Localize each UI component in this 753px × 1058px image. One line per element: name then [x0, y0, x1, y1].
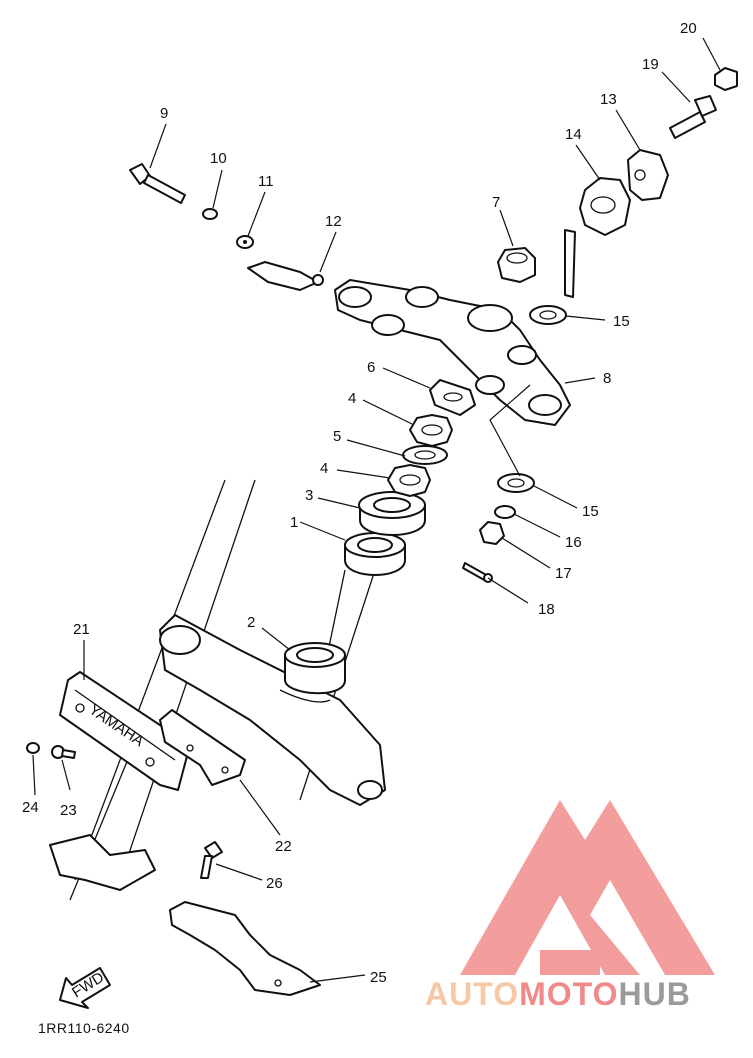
callout-10: 10	[210, 150, 227, 167]
washer-15-upper	[529, 305, 567, 325]
callout-labels: 1 2 3 4 4 5 6 7 8 9 10 11 12 13 14 15 15…	[22, 20, 697, 986]
stay-25	[169, 901, 321, 996]
callout-24: 24	[22, 799, 39, 816]
callout-6: 6	[367, 359, 375, 376]
nut-17	[479, 521, 505, 545]
callout-21: 21	[73, 621, 90, 638]
callout-2: 2	[247, 614, 255, 631]
callout-15a: 15	[613, 313, 630, 330]
nut-7	[497, 247, 536, 283]
callout-11: 11	[258, 173, 274, 190]
callout-16: 16	[565, 534, 582, 551]
watermark-brand: AUTOMOTOHUB	[425, 976, 691, 1012]
washer-11	[236, 235, 254, 249]
callout-8: 8	[603, 370, 611, 387]
bearing-cover-3	[358, 491, 426, 536]
bracket-plate-12	[247, 261, 324, 291]
callout-19: 19	[642, 56, 659, 73]
callout-3: 3	[305, 487, 313, 504]
handlebar-holder-14	[564, 177, 631, 298]
under-bracket	[159, 614, 386, 806]
callout-26: 26	[266, 875, 283, 892]
washer-16	[494, 505, 516, 519]
bearing-1	[344, 532, 406, 576]
washer-15-lower	[497, 473, 535, 493]
fwd-arrow: FWD	[59, 967, 111, 1009]
callout-17: 17	[555, 565, 572, 582]
callout-23: 23	[60, 802, 77, 819]
washer-5	[402, 445, 448, 465]
callout-18: 18	[538, 601, 555, 618]
callout-13: 13	[600, 91, 617, 108]
screw-23	[51, 745, 76, 759]
cap-20	[714, 67, 738, 91]
callout-4b: 4	[320, 460, 328, 477]
diagram-code: 1RR110-6240	[38, 1020, 130, 1036]
callout-4a: 4	[348, 390, 356, 407]
brand-hub: HUB	[618, 976, 690, 1012]
bolt-19	[669, 95, 717, 139]
bolt-9	[129, 163, 186, 204]
bolt-18	[462, 562, 493, 583]
fork-lower-brackets	[49, 834, 156, 891]
ring-nut-4-lower	[387, 464, 431, 497]
leader-lines	[32, 37, 721, 983]
callout-7: 7	[492, 194, 500, 211]
callout-25: 25	[370, 969, 387, 986]
svg-text:AUTOMOTOHUB: AUTOMOTOHUB	[425, 976, 691, 1012]
callout-22: 22	[275, 838, 292, 855]
callout-12: 12	[325, 213, 342, 230]
brand-moto: MOTO	[519, 976, 618, 1012]
callout-15b: 15	[582, 503, 599, 520]
nut-24	[26, 742, 40, 754]
ring-nut-4-upper	[409, 414, 453, 447]
handle-crown-8	[334, 279, 571, 426]
handlebar-upper-holder-13	[627, 149, 669, 201]
callout-1: 1	[290, 514, 298, 531]
lock-washer-6	[429, 379, 476, 416]
emblem-21: YAMAHA	[59, 671, 191, 791]
bolt-26	[200, 841, 223, 879]
emblem-bracket-22	[159, 709, 246, 786]
callout-5: 5	[333, 428, 341, 445]
brand-auto: AUTO	[425, 976, 519, 1012]
callout-14: 14	[565, 126, 582, 143]
washer-10	[202, 208, 218, 220]
callout-20: 20	[680, 20, 697, 37]
bearing-2	[284, 642, 346, 695]
callout-9: 9	[160, 105, 168, 122]
watermark-logo	[460, 800, 715, 975]
